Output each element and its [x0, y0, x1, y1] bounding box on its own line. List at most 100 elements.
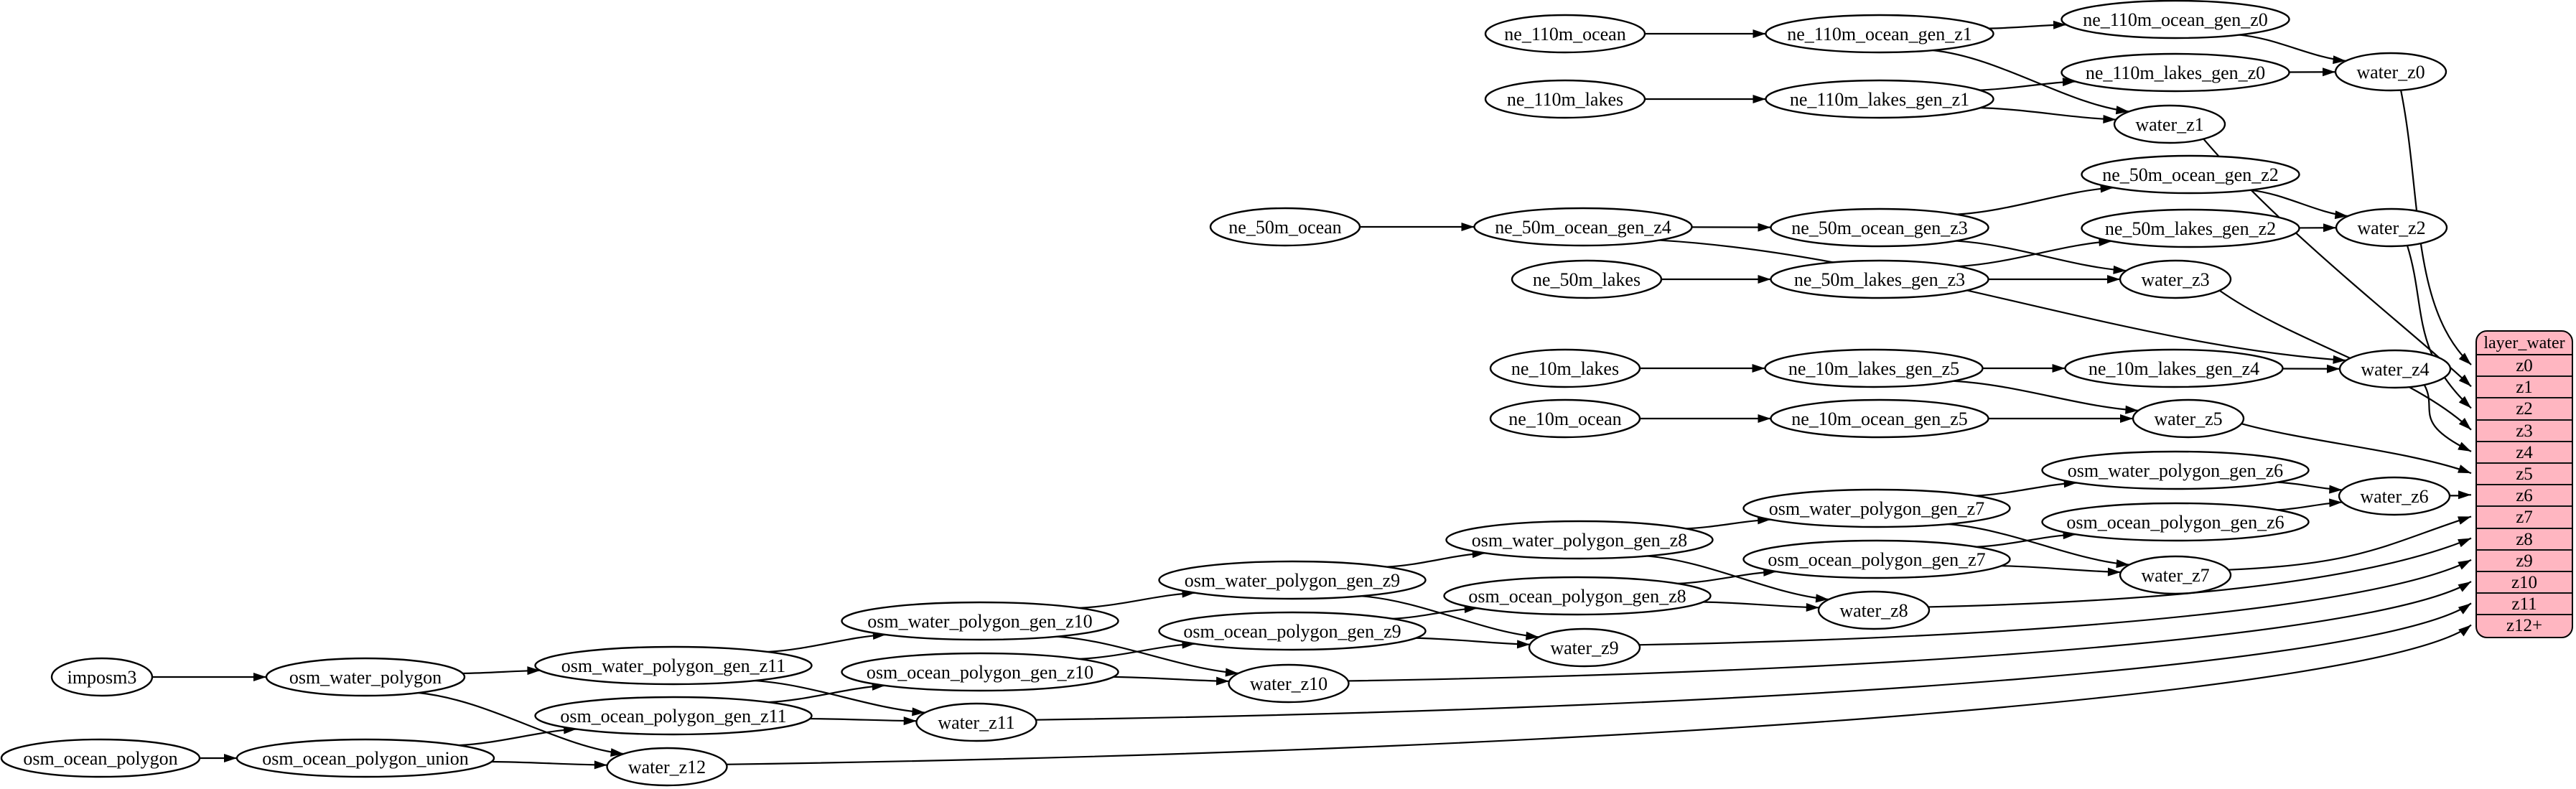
node-label-ne_10m_lakes: ne_10m_lakes	[1511, 358, 1619, 379]
node-label-osm_water_polygon_gen_z8: osm_water_polygon_gen_z8	[1472, 530, 1687, 551]
edge-osm_water_polygon_gen_z6-to-water_z6	[2277, 481, 2343, 494]
edge-osm_water_polygon-to-osm_water_polygon_gen_z11	[462, 666, 541, 676]
node-osm_water_polygon_gen_z7: osm_water_polygon_gen_z7	[1742, 488, 2011, 528]
edge-osm_ocean_polygon_gen_z10-to-osm_ocean_polygon_gen_z9	[1079, 640, 1195, 660]
edge-osm_ocean_polygon_union-to-osm_ocean_polygon_gen_z11	[458, 725, 577, 747]
edge-water_z11-to-layer_water-z11	[1035, 602, 2472, 721]
node-water_z11: water_z11	[915, 702, 1037, 742]
edge-osm_water_polygon_gen_z9-to-osm_water_polygon_gen_z8	[1386, 549, 1485, 568]
node-label-osm_water_polygon_gen_z10: osm_water_polygon_gen_z10	[867, 611, 1092, 632]
edge-ne_110m_ocean_gen_z0-to-water_z0	[2239, 34, 2346, 65]
node-ne_10m_lakes_gen_z4: ne_10m_lakes_gen_z4	[2064, 348, 2284, 388]
node-label-ne_110m_ocean_gen_z1: ne_110m_ocean_gen_z1	[1787, 24, 1972, 45]
table-title: layer_water	[2477, 332, 2572, 355]
edge-ne_50m_ocean_gen_z3-to-ne_50m_ocean_gen_z2	[1956, 184, 2114, 215]
edge-ne_50m_lakes_gen_z3-to-ne_50m_lakes_gen_z2	[1958, 238, 2112, 268]
node-label-water_z12: water_z12	[628, 757, 706, 778]
edge-osm_ocean_polygon_gen_z9-to-water_z9	[1416, 637, 1531, 649]
node-label-water_z1: water_z1	[2135, 114, 2203, 135]
node-label-ne_10m_ocean_gen_z5: ne_10m_ocean_gen_z5	[1791, 408, 1967, 429]
node-ne_50m_ocean_gen_z4: ne_50m_ocean_gen_z4	[1473, 207, 1693, 247]
node-label-water_z9: water_z9	[1550, 638, 1618, 658]
node-label-water_z7: water_z7	[2141, 565, 2209, 586]
table-row-z6: z6	[2477, 485, 2572, 508]
edge-osm_ocean_polygon_gen_z11-to-osm_ocean_polygon_gen_z10	[768, 681, 885, 704]
node-osm_ocean_polygon_union: osm_ocean_polygon_union	[235, 738, 495, 778]
edge-water_z10-to-layer_water-z10	[1348, 581, 2472, 682]
node-osm_ocean_polygon_gen_z8: osm_ocean_polygon_gen_z8	[1443, 576, 1712, 616]
node-water_z1: water_z1	[2113, 104, 2226, 144]
node-label-ne_110m_lakes_gen_z0: ne_110m_lakes_gen_z0	[2086, 62, 2265, 83]
edge-osm_ocean_polygon_gen_z11-to-water_z11	[810, 716, 917, 726]
nodes-layer: ne_110m_ocean ne_110m_ocean_gen_z1 ne_110m…	[0, 0, 2452, 787]
table-row-z9: z9	[2477, 551, 2572, 572]
node-ne_110m_lakes_gen_z0: ne_110m_lakes_gen_z0	[2061, 52, 2290, 93]
edges-layer	[151, 20, 2472, 770]
node-label-osm_water_polygon_gen_z11: osm_water_polygon_gen_z11	[561, 655, 785, 676]
node-label-ne_10m_lakes_gen_z4: ne_10m_lakes_gen_z4	[2089, 358, 2259, 379]
node-label-imposm3: imposm3	[67, 667, 137, 688]
edge-osm_water_polygon_gen_z9-to-water_z9	[1361, 595, 1539, 640]
node-label-osm_ocean_polygon_gen_z10: osm_ocean_polygon_gen_z10	[867, 662, 1093, 683]
node-label-osm_water_polygon_gen_z9: osm_water_polygon_gen_z9	[1185, 570, 1400, 591]
node-label-ne_50m_ocean_gen_z2: ne_50m_ocean_gen_z2	[2102, 164, 2278, 185]
edge-water_z2-to-layer_water-z2	[2406, 245, 2472, 409]
edge-osm_ocean_polygon_gen_z6-to-water_z6	[2277, 498, 2343, 511]
node-label-ne_110m_lakes_gen_z1: ne_110m_lakes_gen_z1	[1790, 89, 1969, 110]
node-osm_ocean_polygon_gen_z6: osm_ocean_polygon_gen_z6	[2041, 502, 2310, 542]
edge-osm_ocean_polygon_gen_z7-to-osm_ocean_polygon_gen_z6	[1976, 531, 2076, 548]
edge-water_z0-to-layer_water-z0	[2399, 90, 2472, 365]
node-water_z2: water_z2	[2335, 207, 2448, 248]
node-osm_ocean_polygon: osm_ocean_polygon	[0, 738, 201, 778]
node-label-water_z0: water_z0	[2356, 62, 2425, 83]
node-ne_50m_ocean_gen_z3: ne_50m_ocean_gen_z3	[1770, 207, 1989, 248]
node-ne_110m_ocean: ne_110m_ocean	[1484, 14, 1646, 54]
node-label-osm_water_polygon: osm_water_polygon	[289, 667, 442, 688]
node-water_z9: water_z9	[1528, 627, 1641, 668]
edge-osm_water_polygon_gen_z11-to-osm_water_polygon_gen_z10	[767, 631, 886, 653]
table-row-z8: z8	[2477, 529, 2572, 551]
edge-water_z12-to-layer_water-z12+	[726, 624, 2472, 765]
node-label-water_z11: water_z11	[938, 712, 1014, 733]
edge-osm_ocean_polygon_gen_z9-to-osm_ocean_polygon_gen_z8	[1392, 604, 1478, 620]
edge-osm_water_polygon_gen_z10-to-osm_water_polygon_gen_z9	[1079, 589, 1195, 609]
node-osm_ocean_polygon_gen_z10: osm_ocean_polygon_gen_z10	[841, 652, 1119, 692]
node-label-osm_water_polygon_gen_z7: osm_water_polygon_gen_z7	[1769, 498, 1984, 519]
node-ne_50m_lakes_gen_z3: ne_50m_lakes_gen_z3	[1770, 259, 1989, 299]
edge-ne_10m_lakes_gen_z5-to-water_z5	[1953, 380, 2139, 414]
node-imposm3: imposm3	[50, 657, 154, 697]
edge-osm_water_polygon_gen_z8-to-osm_water_polygon_gen_z7	[1685, 515, 1771, 530]
edge-osm_water_polygon_gen_z7-to-osm_water_polygon_gen_z6	[1975, 479, 2077, 497]
node-osm_ocean_polygon_gen_z7: osm_ocean_polygon_gen_z7	[1742, 539, 2011, 579]
edge-ne_50m_ocean_gen_z4-to-water_z4	[1658, 239, 2346, 364]
table-row-z10: z10	[2477, 572, 2572, 594]
node-ne_10m_ocean: ne_10m_ocean	[1489, 398, 1641, 439]
node-ne_110m_ocean_gen_z0: ne_110m_ocean_gen_z0	[2061, 0, 2290, 39]
edge-osm_ocean_polygon_gen_z10-to-water_z10	[1113, 676, 1230, 686]
edge-water_z5-to-layer_water-z5	[2241, 423, 2472, 475]
node-label-ne_50m_lakes_gen_z2: ne_50m_lakes_gen_z2	[2105, 218, 2276, 239]
node-label-ne_110m_lakes: ne_110m_lakes	[1507, 89, 1623, 110]
edge-water_z7-to-layer_water-z7	[2228, 515, 2472, 571]
edge-ne_110m_ocean_gen_z1-to-ne_110m_ocean_gen_z0	[1988, 20, 2067, 29]
edge-ne_110m_ocean_gen_z1-to-water_z1	[1932, 49, 2129, 115]
node-ne_10m_lakes_gen_z5: ne_10m_lakes_gen_z5	[1764, 348, 1984, 388]
table-row-z7: z7	[2477, 507, 2572, 529]
node-label-osm_ocean_polygon_gen_z11: osm_ocean_polygon_gen_z11	[560, 706, 786, 727]
table-row-z1: z1	[2477, 377, 2572, 399]
node-label-osm_ocean_polygon_union: osm_ocean_polygon_union	[262, 748, 468, 769]
edge-osm_water_polygon_gen_z8-to-water_z8	[1646, 555, 1829, 603]
table-row-z5: z5	[2477, 464, 2572, 486]
node-water_z4: water_z4	[2338, 349, 2452, 389]
node-label-water_z8: water_z8	[1839, 600, 1908, 621]
node-label-ne_50m_ocean_gen_z3: ne_50m_ocean_gen_z3	[1791, 218, 1967, 238]
node-osm_water_polygon_gen_z6: osm_water_polygon_gen_z6	[2041, 450, 2310, 490]
node-ne_50m_lakes_gen_z2: ne_50m_lakes_gen_z2	[2081, 208, 2300, 248]
table-row-z0: z0	[2477, 355, 2572, 378]
node-osm_water_polygon_gen_z10: osm_water_polygon_gen_z10	[841, 601, 1119, 641]
node-osm_water_polygon: osm_water_polygon	[265, 657, 466, 697]
node-label-osm_ocean_polygon: osm_ocean_polygon	[23, 748, 177, 769]
